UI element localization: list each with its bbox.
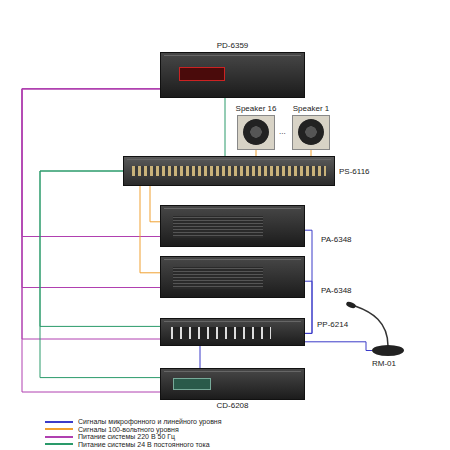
legend-swatch: [45, 443, 73, 445]
mic-gooseneck: [355, 306, 388, 346]
signal-wire: [305, 342, 372, 351]
speaker: Speaker 16: [237, 115, 275, 150]
device-label: PD-6359: [217, 41, 249, 51]
signal-wire: [305, 281, 312, 333]
device-label: Speaker 1: [293, 104, 329, 114]
signal-wire: [40, 171, 160, 326]
amplifier-unit: PA-6348: [160, 256, 305, 298]
device-label: CD-6208: [216, 401, 248, 411]
legend-text: Сигналы микрофонного и линейного уровня: [78, 418, 222, 426]
signal-wire: [22, 89, 160, 288]
signal-wire: [225, 98, 226, 156]
legend-swatch: [45, 436, 73, 438]
signal-wire: [22, 89, 160, 339]
device-label: PP-6214: [317, 320, 348, 330]
legend-swatch: [45, 428, 73, 430]
legend-row: Питание системы 24 В постоянного тока: [45, 441, 222, 449]
legend-row: Сигналы микрофонного и линейного уровня: [45, 418, 222, 426]
signal-wire: [200, 346, 201, 368]
amplifier-unit: PA-6348: [160, 205, 305, 247]
mic-head: [345, 301, 356, 309]
signal-wire: [40, 171, 160, 378]
legend-text: Питание системы 24 В постоянного тока: [78, 441, 210, 449]
controller-unit: PD-6359: [160, 52, 305, 98]
legend-swatch: [45, 421, 73, 423]
speaker: Speaker 1: [292, 115, 330, 150]
device-label: Speaker 16: [236, 104, 277, 114]
microphone-base: RM-01: [372, 345, 404, 356]
player-unit: CD-6208: [160, 368, 305, 400]
signal-wire: [22, 89, 160, 392]
ellipsis-mark: ...: [279, 127, 286, 137]
signal-wire: [305, 230, 312, 333]
signal-wire: [150, 186, 160, 222]
device-label: PA-6348: [321, 286, 352, 296]
device-label: PA-6348: [321, 235, 352, 245]
legend-row: Питание системы 220 В 50 Гц: [45, 433, 222, 441]
signal-wire: [140, 186, 160, 273]
device-label: RM-01: [372, 359, 396, 369]
device-label: PS-6116: [339, 167, 370, 177]
speaker-selector: PS-6116: [123, 156, 335, 186]
legend-text: Питание системы 220 В 50 Гц: [78, 433, 175, 441]
preamp-unit: PP-6214: [160, 318, 305, 346]
legend-text: Сигналы 100-вольтного уровня: [78, 426, 179, 434]
legend: Сигналы микрофонного и линейного уровняС…: [45, 418, 222, 448]
legend-row: Сигналы 100-вольтного уровня: [45, 426, 222, 434]
